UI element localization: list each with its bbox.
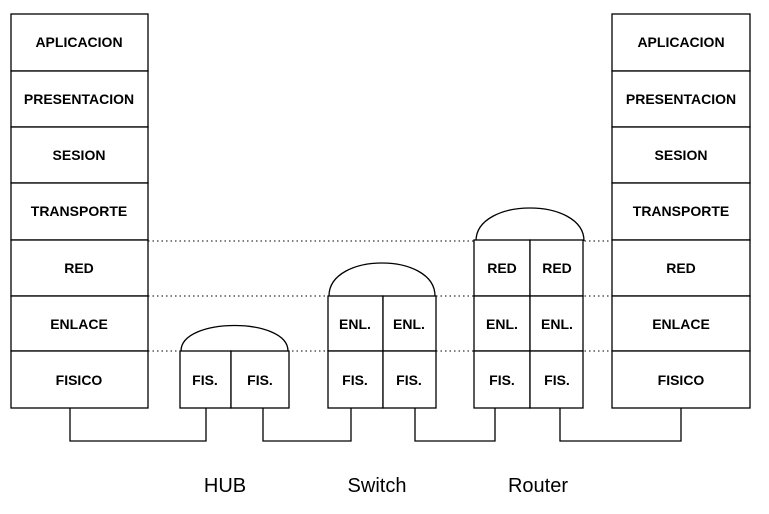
router-port-label: RED — [487, 260, 517, 276]
right-layer-label: SESION — [655, 147, 708, 163]
right-layer-label: FISICO — [658, 372, 705, 388]
hub-port-right-fisico — [230, 350, 290, 409]
left-osi-stack: APLICACION PRESENTACION SESION TRANSPORT… — [10, 13, 149, 409]
switch-label: Switch — [348, 475, 407, 497]
right-layer-label: PRESENTACION — [626, 91, 736, 107]
left-layer-label: SESION — [53, 147, 106, 163]
right-layer-label: ENLACE — [652, 316, 710, 332]
left-layer-label: PRESENTACION — [24, 91, 134, 107]
switch-port-label: FIS. — [396, 372, 422, 388]
switch-port-label: ENL. — [393, 316, 425, 332]
router-device: RED RED ENL. ENL. FIS. FIS. — [473, 207, 585, 409]
link-router-to-right-stack — [559, 408, 682, 442]
right-layer-fisico — [611, 350, 751, 409]
switch-arc — [328, 262, 436, 297]
hub-arc — [180, 324, 289, 352]
router-port-label: ENL. — [541, 316, 573, 332]
hub-device: FIS. FIS. — [179, 324, 290, 409]
left-layer-label: ENLACE — [50, 316, 108, 332]
switch-port-right-fisico — [382, 350, 437, 409]
router-port-label: RED — [542, 260, 572, 276]
right-layer-red — [611, 239, 751, 297]
router-port-label: FIS. — [489, 372, 515, 388]
left-layer-label: APLICACION — [35, 34, 122, 50]
link-left-stack-to-hub — [69, 408, 207, 442]
switch-port-right-enlace — [382, 295, 437, 352]
hub-port-left-fisico — [179, 350, 232, 409]
router-port-right-enlace — [529, 295, 584, 352]
switch-port-label: ENL. — [339, 316, 371, 332]
link-hub-to-switch — [262, 408, 352, 442]
router-port-label: FIS. — [544, 372, 570, 388]
left-layer-label: FISICO — [56, 372, 103, 388]
router-label: Router — [508, 475, 568, 497]
left-layer-label: RED — [64, 260, 94, 276]
switch-port-left-fisico — [327, 350, 384, 409]
hub-label: HUB — [204, 475, 246, 497]
switch-port-label: FIS. — [342, 372, 368, 388]
left-layer-enlace — [10, 295, 149, 352]
right-layer-transporte — [611, 182, 751, 241]
left-layer-red — [10, 239, 149, 297]
right-layer-label: APLICACION — [637, 34, 724, 50]
router-arc — [475, 207, 585, 242]
right-layer-presentacion — [611, 70, 751, 128]
right-layer-label: RED — [666, 260, 696, 276]
router-port-label: ENL. — [486, 316, 518, 332]
left-layer-fisico — [10, 350, 149, 409]
right-layer-label: TRANSPORTE — [633, 203, 729, 219]
left-layer-label: TRANSPORTE — [31, 203, 127, 219]
hub-port-label: FIS. — [247, 372, 273, 388]
left-layer-transporte — [10, 182, 149, 241]
link-switch-to-router — [414, 408, 496, 442]
right-layer-enlace — [611, 295, 751, 352]
router-port-right-fisico — [529, 350, 584, 409]
right-layer-aplicacion — [611, 13, 751, 72]
left-layer-presentacion — [10, 70, 149, 128]
switch-device: ENL. ENL. FIS. FIS. — [327, 262, 437, 409]
hub-port-label: FIS. — [192, 372, 218, 388]
right-osi-stack: APLICACION PRESENTACION SESION TRANSPORT… — [611, 13, 751, 409]
right-layer-sesion — [611, 126, 751, 184]
